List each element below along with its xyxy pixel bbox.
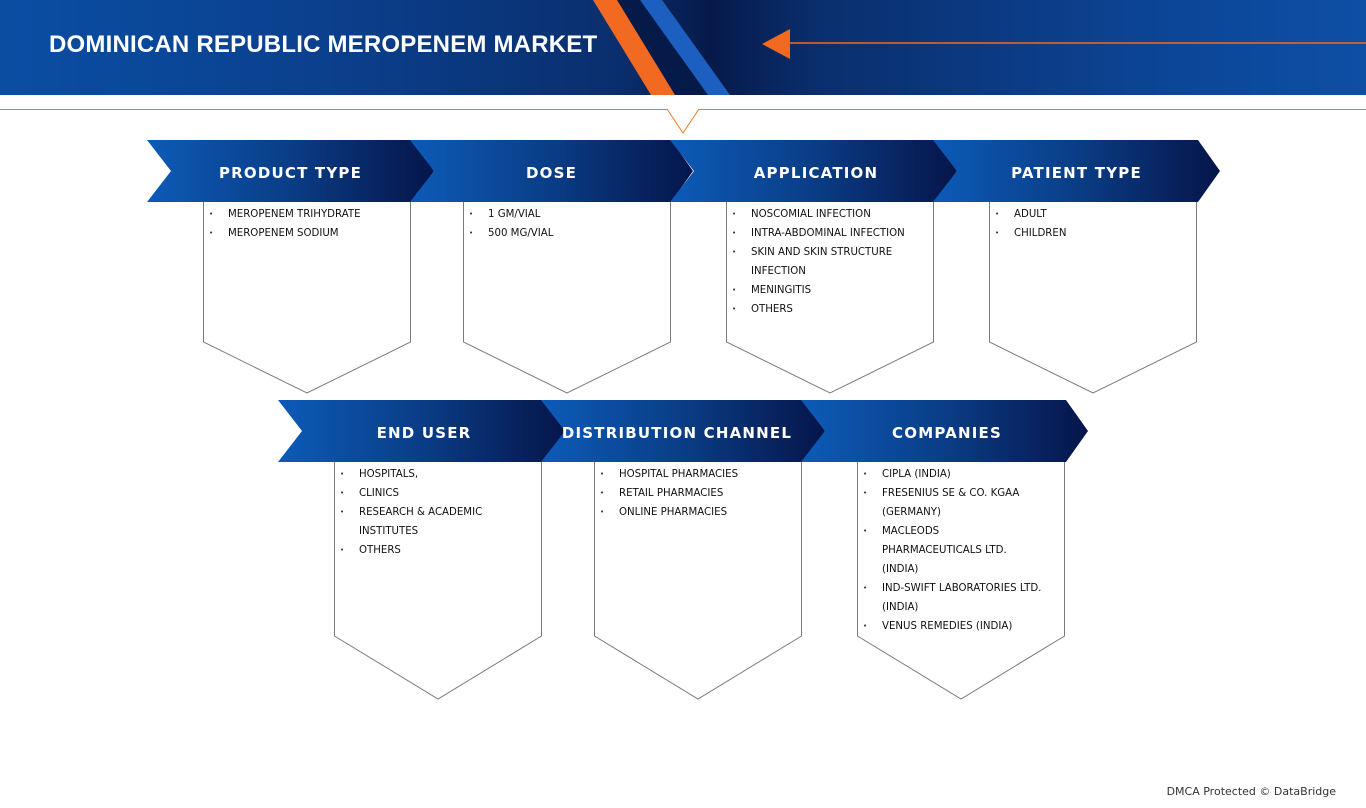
list-item: FRESENIUS SE & CO. KGAA(GERMANY)	[857, 484, 1041, 522]
list-item: 1 GM/VIAL	[463, 205, 553, 224]
category-title: APPLICATION	[753, 164, 879, 182]
list-item: 500 MG/VIAL	[463, 224, 553, 243]
list-item: VENUS REMEDIES (INDIA)	[857, 617, 1041, 636]
list-item: IND-SWIFT LABORATORIES LTD.(INDIA)	[857, 579, 1041, 617]
category-title: END USER	[376, 424, 472, 442]
page-title: DOMINICAN REPUBLIC MEROPENEM MARKET	[49, 31, 598, 58]
category-title: COMPANIES	[892, 424, 1002, 442]
category-panel: HOSPITALS,CLINICSRESEARCH & ACADEMICINST…	[334, 462, 543, 702]
list-item: CLINICS	[334, 484, 482, 503]
list-item: HOSPITALS,	[334, 465, 482, 484]
list-item: CIPLA (INDIA)	[857, 465, 1041, 484]
list-item: HOSPITAL PHARMACIES	[594, 465, 738, 484]
category-panel: ADULTCHILDREN	[989, 202, 1198, 397]
item-list: MEROPENEM TRIHYDRATEMEROPENEM SODIUM	[203, 205, 361, 243]
stripe-orange	[593, 0, 675, 95]
category-header	[801, 400, 1088, 462]
list-item: MEROPENEM SODIUM	[203, 224, 361, 243]
category-header	[933, 140, 1220, 202]
category-application: APPLICATION NOSCOMIAL INFECTIONINTRA-ABD…	[670, 140, 957, 400]
item-list: HOSPITAL PHARMACIESRETAIL PHARMACIESONLI…	[594, 465, 738, 522]
dmca-footer: DMCA Protected © DataBridge	[1166, 785, 1336, 798]
stripe-blue	[640, 0, 730, 95]
list-item: MEROPENEM TRIHYDRATE	[203, 205, 361, 224]
item-list: NOSCOMIAL INFECTIONINTRA-ABDOMINAL INFEC…	[726, 205, 905, 319]
category-companies: COMPANIES CIPLA (INDIA)FRESENIUS SE & CO…	[801, 400, 1088, 705]
list-item: ADULT	[989, 205, 1066, 224]
category-product-type: PRODUCT TYPE MEROPENEM TRIHYDRATEMEROPEN…	[147, 140, 434, 400]
category-header	[410, 140, 693, 202]
list-item: INTRA-ABDOMINAL INFECTION	[726, 224, 905, 243]
item-list: ADULTCHILDREN	[989, 205, 1066, 243]
category-panel: MEROPENEM TRIHYDRATEMEROPENEM SODIUM	[203, 202, 412, 397]
category-distribution-channel: DISTRIBUTION CHANNEL HOSPITAL PHARMACIES…	[541, 400, 825, 705]
list-item: ONLINE PHARMACIES	[594, 503, 738, 522]
category-title: PATIENT TYPE	[1011, 164, 1142, 182]
category-header	[541, 400, 825, 462]
list-item: OTHERS	[334, 541, 482, 560]
item-list: 1 GM/VIAL500 MG/VIAL	[463, 205, 553, 243]
category-panel: NOSCOMIAL INFECTIONINTRA-ABDOMINAL INFEC…	[726, 202, 935, 397]
category-header	[278, 400, 565, 462]
category-header	[147, 140, 434, 202]
list-item: RETAIL PHARMACIES	[594, 484, 738, 503]
category-end-user: END USER HOSPITALS,CLINICSRESEARCH & ACA…	[278, 400, 565, 705]
category-title: DISTRIBUTION CHANNEL	[561, 424, 793, 442]
arrow-left-icon	[762, 29, 790, 59]
category-title: PRODUCT TYPE	[218, 164, 363, 182]
category-header	[670, 140, 957, 202]
category-panel: 1 GM/VIAL500 MG/VIAL	[463, 202, 672, 397]
divider-notch-icon	[667, 109, 699, 134]
category-panel: HOSPITAL PHARMACIESRETAIL PHARMACIESONLI…	[594, 462, 803, 702]
category-patient-type: PATIENT TYPE ADULTCHILDREN	[933, 140, 1220, 400]
category-panel: CIPLA (INDIA)FRESENIUS SE & CO. KGAA(GER…	[857, 462, 1066, 702]
list-item: OTHERS	[726, 300, 905, 319]
item-list: CIPLA (INDIA)FRESENIUS SE & CO. KGAA(GER…	[857, 465, 1041, 636]
list-item: MENINGITIS	[726, 281, 905, 300]
list-item: NOSCOMIAL INFECTION	[726, 205, 905, 224]
item-list: HOSPITALS,CLINICSRESEARCH & ACADEMICINST…	[334, 465, 482, 560]
category-dose: DOSE 1 GM/VIAL500 MG/VIAL	[410, 140, 693, 400]
header-decoration	[593, 0, 1366, 95]
header-banner: DOMINICAN REPUBLIC MEROPENEM MARKET	[0, 0, 1366, 95]
list-item: CHILDREN	[989, 224, 1066, 243]
category-title: DOSE	[525, 164, 578, 182]
